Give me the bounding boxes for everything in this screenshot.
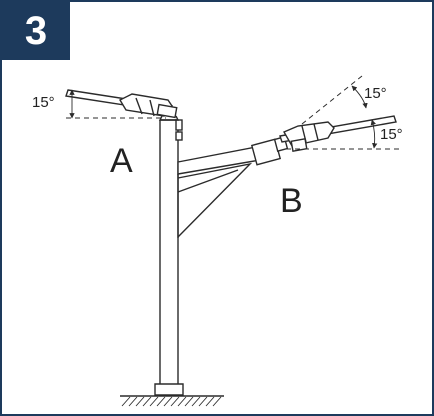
angle-label-a: 15° [32,94,55,111]
ground-hatching [120,395,224,407]
label-a: A [110,142,133,180]
step-number-badge: 3 [2,2,70,60]
angle-label-b-upper: 15° [364,85,387,102]
label-b: B [280,182,303,220]
angle-marks-a [66,89,166,119]
lamp-a [65,89,180,121]
light-pole [154,119,184,396]
angle-label-b-lower: 15° [380,126,403,143]
side-arm [177,136,289,238]
lamp-b [279,115,397,152]
angle-marks-b [286,75,400,150]
